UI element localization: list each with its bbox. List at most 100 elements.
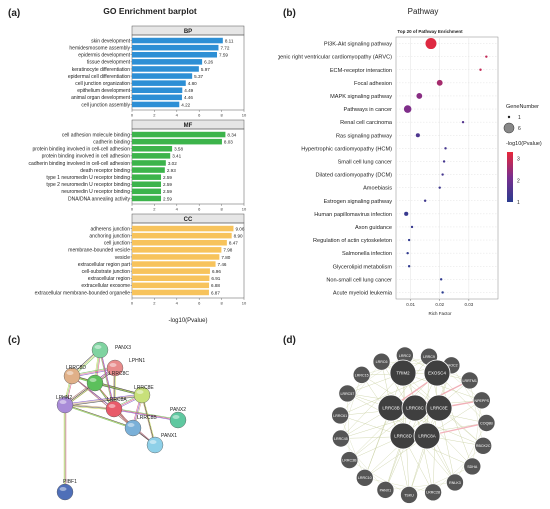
go-value-label: 2.93: [167, 168, 176, 173]
go-bar: [132, 181, 162, 188]
gene-network-outer-node: [338, 384, 357, 403]
gene-network-node-label: LRRC45: [334, 437, 348, 441]
go-category-label: hemidesmosome assembly: [69, 45, 130, 51]
ppi-edge: [100, 350, 116, 410]
go-bar: [132, 160, 166, 166]
go-group-frame: [131, 222, 245, 299]
ppi-node-highlight: [66, 371, 74, 375]
ppi-node: [91, 341, 109, 359]
gene-network-node-label: PANX1: [380, 488, 392, 492]
go-value-label: 8.90: [234, 233, 243, 238]
gene-network-outer-node: [424, 483, 442, 502]
go-category-label: protein binding involved in cell adhesio…: [42, 154, 131, 160]
gene-network-outer-node: [340, 451, 359, 469]
go-category-label: cell-substrate junction: [82, 269, 131, 275]
go-value-label: 7.80: [221, 255, 230, 260]
gene-network-center-node: [389, 359, 417, 387]
go-x-tick-label: 2: [153, 207, 156, 212]
go-group-header-bp: BP: [184, 29, 192, 35]
pathway-x-tick-label: 0.01: [406, 302, 415, 307]
gene-network-edge: [349, 459, 410, 496]
go-category-label: extracellular membrane-bounded organelle: [35, 290, 131, 296]
legend-gene-number-title: GeneNumber: [506, 104, 539, 110]
ppi-node-label: LRRC8C: [109, 371, 129, 377]
go-category-label: extracellular region: [88, 276, 130, 282]
gene-network-edge: [340, 374, 362, 439]
pathway-bubble: [404, 211, 409, 216]
go-bar: [132, 37, 223, 44]
go-category-label: membrane-bounded vesicle: [68, 248, 130, 254]
go-bar: [132, 101, 180, 108]
legend-size-label: 6: [518, 126, 521, 132]
gene-interaction-network: SHOC2LRRTM1NPEPPSCOQ8BRBCK2CSDHARNLK3LRR…: [331, 346, 496, 504]
go-value-label: 5.97: [201, 67, 210, 72]
go-value-label: 4.49: [184, 88, 193, 93]
go-x-tick-label: 2: [153, 301, 156, 306]
ppi-node-highlight: [109, 363, 117, 367]
go-group-frame: [131, 34, 245, 111]
ppi-node: [146, 436, 164, 454]
go-category-label: anchoring junction: [89, 233, 130, 239]
gene-network-edge: [364, 477, 434, 493]
ppi-edge: [113, 407, 178, 420]
go-category-label: cell junction assembly: [81, 102, 130, 108]
ppi-node-label: PANX3: [115, 345, 131, 351]
gene-network-outer-node: [477, 414, 496, 432]
go-bar: [132, 59, 203, 65]
go-bar: [132, 275, 210, 282]
pathway-bubble: [441, 173, 444, 176]
legend-size-small: [507, 115, 511, 119]
pathway-category-label: Pathways in cancer: [343, 107, 392, 113]
gene-network-edge: [472, 400, 483, 467]
ppi-edge: [64, 394, 143, 406]
go-bar: [132, 268, 210, 274]
go-category-label: cadherin binding: [93, 139, 130, 145]
go-category-label: cell adhesion molecule binding: [62, 132, 130, 138]
go-bar: [132, 247, 222, 253]
go-value-label: 6.91: [211, 276, 220, 281]
go-x-tick-label: 0: [131, 301, 134, 306]
pathway-x-tick-label: 0.03: [464, 302, 473, 307]
gene-network-edge: [432, 445, 484, 493]
gene-network-node-label: SDHA: [467, 465, 478, 469]
pathway-bubble: [403, 105, 412, 113]
go-value-label: 5.37: [194, 74, 203, 79]
go-value-label: 6.88: [211, 283, 220, 288]
legend-color-tick-label: 1: [517, 200, 520, 206]
pathway-bubble: [436, 79, 443, 86]
ppi-node-highlight: [127, 423, 135, 427]
pathway-bubble: [461, 120, 465, 124]
go-value-label: 3.58: [174, 147, 183, 152]
legend-pvalue-title: -log10(Pvalue): [506, 141, 542, 147]
go-bar: [132, 131, 226, 138]
go-category-label: epidermis development: [78, 53, 130, 59]
go-value-label: 2.59: [163, 182, 172, 187]
go-category-label: vesicle: [115, 255, 131, 261]
go-x-tick-label: 8: [220, 207, 223, 212]
gene-network-edge: [436, 372, 473, 467]
go-group-header-mf: MF: [184, 123, 193, 129]
gene-network-node-label: LRRC57: [340, 392, 354, 396]
gene-network-node-label: LRRC6: [376, 360, 388, 364]
pathway-category-label: Salmonella infection: [342, 251, 392, 257]
go-bar: [132, 282, 210, 289]
gene-network-edge: [339, 415, 365, 478]
gene-network-edge: [385, 482, 455, 491]
gene-network-node-label: LRRC9: [423, 355, 435, 359]
go-x-tick-label: 10: [242, 301, 247, 306]
pathway-category-label: Dilated cardiomyopathy (DCM): [316, 173, 393, 179]
gene-network-edge: [451, 365, 487, 424]
gene-network-node-label: SHOC2: [445, 364, 457, 368]
go-value-label: 6.87: [211, 290, 220, 295]
pathway-category-label: Regulation of actin cytoskeleton: [313, 238, 392, 244]
gene-network-node-label: LRRC28: [426, 491, 440, 495]
gene-network-edge: [340, 438, 386, 491]
ppi-node: [124, 419, 142, 437]
go-x-tick-label: 6: [198, 113, 201, 118]
go-x-tick-label: 0: [131, 113, 134, 118]
pathway-category-label: Estrogen signaling pathway: [324, 199, 393, 205]
go-bar: [132, 254, 220, 260]
go-value-label: 7.46: [218, 262, 227, 267]
gene-network-node-label: LRRC10: [358, 476, 372, 480]
go-x-tick-label: 8: [220, 113, 223, 118]
